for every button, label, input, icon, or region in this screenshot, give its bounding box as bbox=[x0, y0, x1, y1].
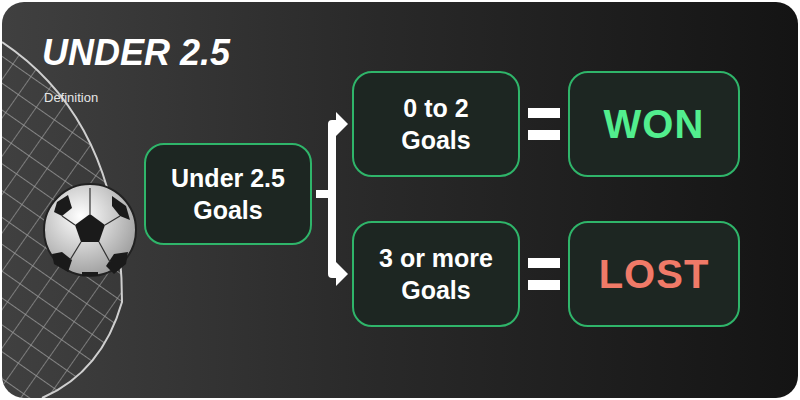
equals-connector bbox=[528, 258, 560, 290]
result-box: WON bbox=[568, 71, 740, 177]
subtitle: Definition bbox=[44, 90, 98, 105]
equals-connector bbox=[528, 108, 560, 140]
goals-box: 3 or more Goals bbox=[352, 221, 520, 327]
soccer-ball bbox=[44, 184, 136, 276]
title: UNDER 2.5 bbox=[42, 32, 230, 74]
box-text: Under 2.5 Goals bbox=[158, 162, 298, 227]
box-text: 3 or more Goals bbox=[366, 242, 506, 307]
result-box: LOST bbox=[568, 221, 740, 327]
result-text: LOST bbox=[599, 248, 710, 300]
split-arrow bbox=[316, 194, 348, 286]
result-text: WON bbox=[604, 98, 705, 150]
box-text: 0 to 2 Goals bbox=[366, 92, 506, 157]
split-arrow bbox=[316, 112, 348, 194]
goals-box: Under 2.5 Goals bbox=[144, 143, 312, 245]
goals-box: 0 to 2 Goals bbox=[352, 71, 520, 177]
